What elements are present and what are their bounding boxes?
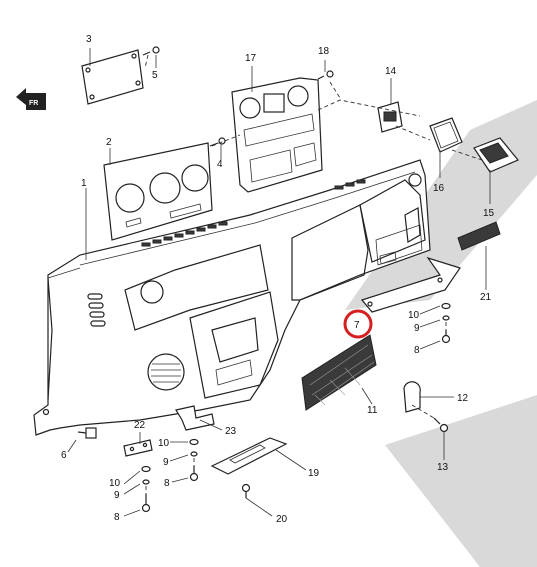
label-part-5[interactable]: 5 — [152, 70, 158, 81]
side-slots — [87, 293, 106, 327]
label-part-9-low[interactable]: 9 — [114, 490, 120, 501]
part-labels: 3 5 2 4 17 18 14 1 16 15 21 7 10 9 8 11 … — [61, 34, 495, 525]
label-part-9-mid[interactable]: 9 — [163, 457, 169, 468]
label-part-17[interactable]: 17 — [245, 53, 257, 64]
label-part-22[interactable]: 22 — [134, 420, 146, 431]
label-part-9-right[interactable]: 9 — [414, 323, 420, 334]
part-14-switch — [377, 101, 403, 133]
part-22-bracket — [123, 439, 153, 457]
shade-wedge-lower — [385, 395, 537, 567]
part-16-gasket — [429, 117, 463, 153]
label-part-23[interactable]: 23 — [225, 426, 237, 437]
label-part-2[interactable]: 2 — [106, 137, 112, 148]
assembly-guides — [144, 54, 483, 494]
label-part-3[interactable]: 3 — [86, 34, 92, 45]
label-part-8-right[interactable]: 8 — [414, 345, 420, 356]
label-part-19[interactable]: 19 — [308, 468, 320, 479]
front-arrow-label: FR — [29, 100, 38, 107]
label-part-4[interactable]: 4 — [217, 159, 223, 170]
part-15-socket — [473, 137, 519, 173]
instrument-panel — [33, 159, 431, 436]
part-23-bracket — [175, 405, 215, 431]
fasteners — [77, 46, 451, 513]
label-part-6[interactable]: 6 — [61, 450, 67, 461]
label-part-20[interactable]: 20 — [276, 514, 288, 525]
label-part-14[interactable]: 14 — [385, 66, 397, 77]
part-2-gauge-bezel — [103, 142, 213, 241]
label-part-10-low[interactable]: 10 — [109, 478, 121, 489]
part-21-panel — [457, 221, 501, 251]
part-17-center-bezel — [231, 77, 323, 193]
label-part-18[interactable]: 18 — [318, 46, 330, 57]
label-part-21[interactable]: 21 — [480, 292, 492, 303]
label-part-10-mid[interactable]: 10 — [158, 438, 170, 449]
label-part-7[interactable]: 7 — [354, 320, 360, 331]
label-part-1[interactable]: 1 — [81, 178, 87, 189]
label-part-10-right[interactable]: 10 — [408, 310, 420, 321]
front-direction-arrow: FR — [16, 88, 46, 110]
label-part-13[interactable]: 13 — [437, 462, 449, 473]
vent-slots — [141, 179, 366, 247]
label-part-8-low[interactable]: 8 — [114, 512, 120, 523]
part-3-plate — [81, 49, 144, 105]
label-part-11[interactable]: 11 — [367, 405, 378, 416]
label-part-16[interactable]: 16 — [433, 183, 445, 194]
label-part-15[interactable]: 15 — [483, 208, 495, 219]
label-part-12[interactable]: 12 — [457, 393, 469, 404]
part-12-clip — [403, 381, 421, 413]
highlight-ring-7 — [343, 309, 373, 339]
part-19-plate — [210, 437, 288, 475]
part-20-fastener — [241, 483, 251, 498]
leader-lines — [67, 48, 491, 517]
part-11-bracket-net — [301, 256, 461, 411]
label-part-8-mid[interactable]: 8 — [164, 478, 170, 489]
